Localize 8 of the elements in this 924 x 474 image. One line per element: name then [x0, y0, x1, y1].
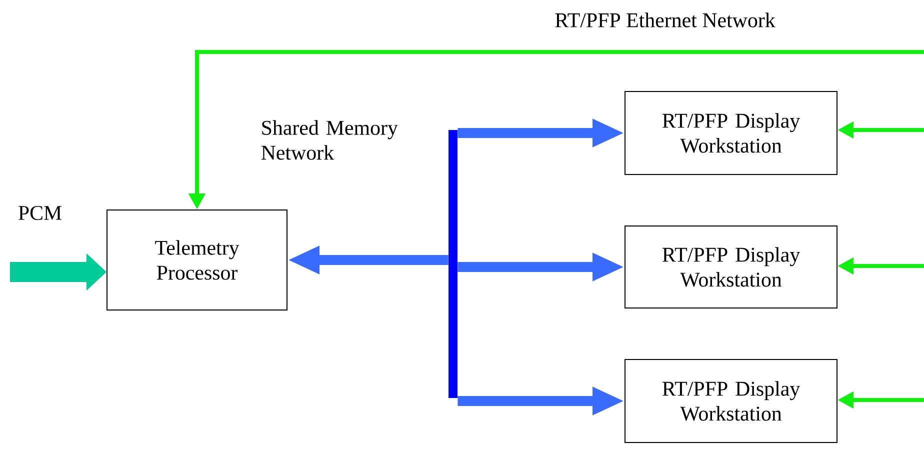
network-label: Shared Memory Network — [261, 120, 398, 160]
edge-label: RT/PFP Ethernet Network — [555, 12, 776, 28]
edge-label: PCM — [18, 206, 62, 220]
process-box: Telemetry Processor — [106, 209, 288, 310]
bus-bar — [448, 130, 458, 398]
process-box: RT/PFP Display Workstation — [624, 358, 838, 443]
process-box: RT/PFP Display Workstation — [624, 225, 838, 308]
process-box: RT/PFP Display Workstation — [624, 90, 838, 175]
